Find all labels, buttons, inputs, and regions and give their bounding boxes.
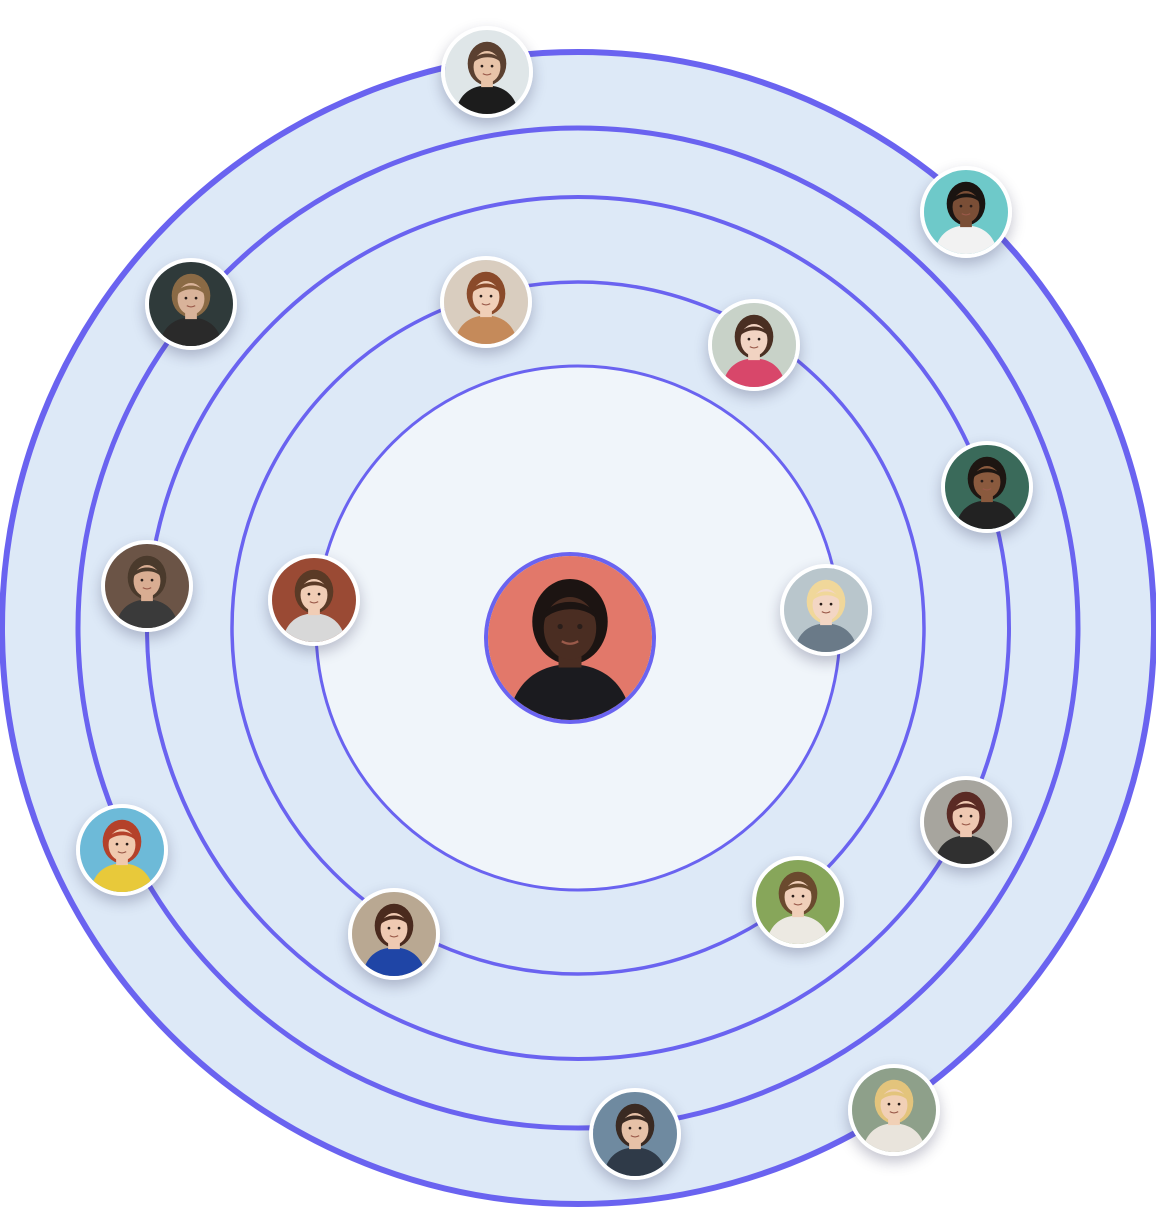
person-avatar-7[interactable]	[101, 540, 193, 632]
person-avatar-15[interactable]	[848, 1064, 940, 1156]
person-photo-icon	[924, 170, 1008, 254]
person-avatar-12[interactable]	[348, 888, 440, 980]
person-avatar-2[interactable]	[920, 166, 1012, 258]
person-photo-icon	[784, 568, 868, 652]
person-photo-icon	[272, 558, 356, 642]
person-avatar-14[interactable]	[589, 1088, 681, 1180]
person-photo-icon	[488, 556, 652, 720]
person-photo-icon	[924, 780, 1008, 864]
center-person-avatar[interactable]	[484, 552, 656, 724]
person-avatar-4[interactable]	[440, 256, 532, 348]
person-photo-icon	[352, 892, 436, 976]
person-avatar-10[interactable]	[920, 776, 1012, 868]
person-photo-icon	[149, 262, 233, 346]
person-photo-icon	[945, 445, 1029, 529]
person-photo-icon	[80, 808, 164, 892]
person-avatar-8[interactable]	[268, 554, 360, 646]
person-photo-icon	[105, 544, 189, 628]
person-avatar-3[interactable]	[145, 258, 237, 350]
person-photo-icon	[445, 30, 529, 114]
person-avatar-11[interactable]	[76, 804, 168, 896]
person-avatar-9[interactable]	[780, 564, 872, 656]
person-photo-icon	[852, 1068, 936, 1152]
person-photo-icon	[756, 860, 840, 944]
person-avatar-1[interactable]	[441, 26, 533, 118]
person-photo-icon	[712, 303, 796, 387]
person-photo-icon	[444, 260, 528, 344]
person-avatar-13[interactable]	[752, 856, 844, 948]
person-avatar-6[interactable]	[941, 441, 1033, 533]
person-avatar-5[interactable]	[708, 299, 800, 391]
person-photo-icon	[593, 1092, 677, 1176]
